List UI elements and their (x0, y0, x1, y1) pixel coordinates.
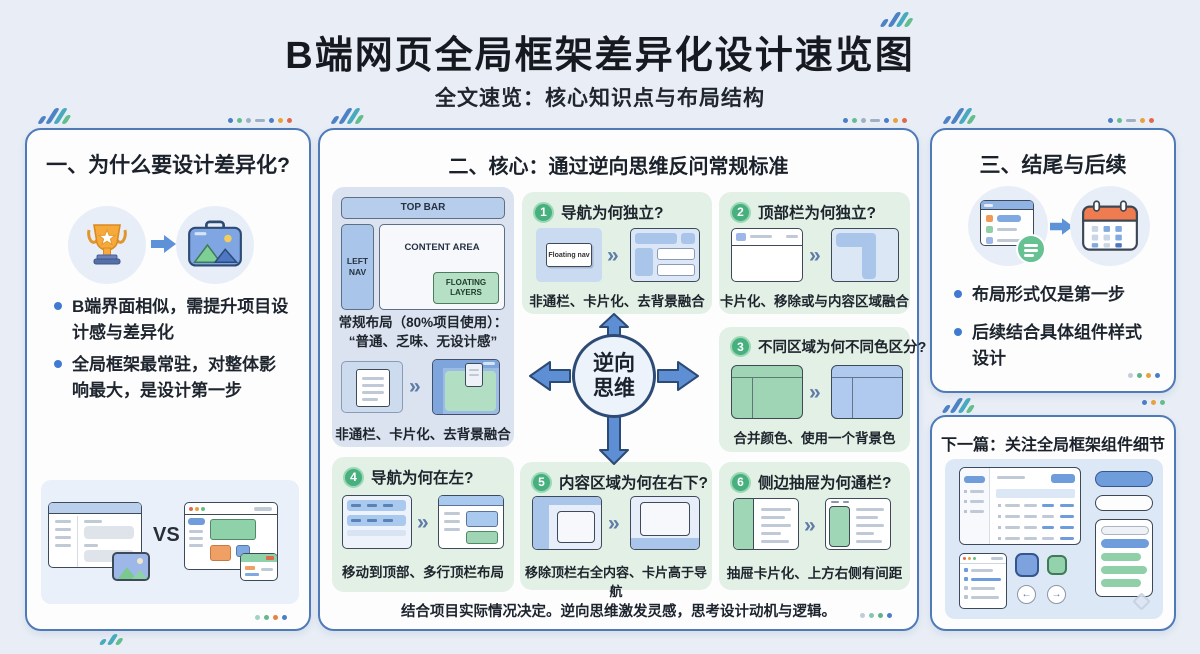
panel-why-differentiate: 一、为什么要设计差异化? (25, 128, 311, 631)
form-checklist-icon (968, 186, 1048, 266)
panel3-bullet-2: 后续结合具体组件样式设计 (954, 320, 1154, 371)
prev-arrow-icon: ← (1017, 585, 1036, 604)
decor-slashes-icon (941, 398, 979, 413)
badge-4: 4 (343, 466, 364, 488)
regular-caption-line1: 常规布局（80%项目使用）： (338, 315, 508, 330)
card6-after-mockup (825, 498, 891, 550)
decor-dots-icon (1128, 373, 1160, 378)
card2-after-mockup (831, 228, 899, 282)
floating-nav-label: Floating nav (546, 243, 592, 267)
arrow-right-icon (151, 235, 176, 253)
regular-before-mockup (341, 361, 403, 413)
bullet-dot-icon (54, 302, 62, 310)
regular-answer: 非通栏、卡片化、去背景融合 (335, 427, 511, 442)
card6-before-mockup (733, 498, 799, 550)
chevron-icon: » (608, 512, 620, 535)
secondary-button-mockup (1095, 495, 1153, 511)
next-arrow-icon: → (1047, 585, 1066, 604)
bullet-dot-icon (954, 328, 962, 336)
mini-browser-mockup (959, 553, 1007, 609)
page-title: B端网页全局框架差异化设计速览图 (285, 35, 915, 77)
mini-card-mockup (240, 553, 278, 581)
calendar-icon (1070, 186, 1150, 266)
page-subtitle: 全文速览：核心知识点与布局结构 (435, 87, 765, 110)
card4-before-mockup (342, 495, 412, 549)
green-lines-badge-icon (1016, 234, 1046, 264)
decor-dots-icon (1108, 118, 1154, 123)
vs-label: VS (153, 524, 180, 546)
card5-after-mockup (630, 496, 700, 550)
trophy-icon (68, 206, 146, 284)
badge-1: 1 (533, 201, 554, 223)
decor-dots-icon (255, 615, 287, 620)
chevron-icon: » (409, 375, 421, 398)
arrow-right-icon (1050, 218, 1074, 235)
card3-before-mockup (731, 365, 803, 419)
badge-6: 6 (730, 471, 751, 493)
admin-page-mockup (959, 467, 1081, 545)
panel1-bullet-1: B端界面相似，需提升项目设计感与差异化 (54, 294, 292, 345)
tags-card-mockup (1095, 519, 1153, 597)
card3-after-mockup (831, 365, 903, 419)
regular-after-mockup (432, 359, 500, 415)
blue-square-button-mockup (1015, 553, 1039, 577)
regular-caption-line2: “普通、乏味、无设计感” (348, 334, 498, 349)
panel2-footer: 结合项目实际情况决定。逆向思维激发灵感，思考设计动机与逻辑。 (401, 604, 836, 620)
wireframe-left-nav: LEFT NAV (341, 224, 374, 310)
decor-dots-icon (228, 118, 292, 123)
card4-after-mockup (438, 495, 504, 549)
panel1-bullet-2: 全局框架最常驻，对整体影响最大，是设计第一步 (54, 352, 292, 403)
decor-dots-icon (860, 613, 892, 618)
chevron-icon: » (809, 381, 821, 404)
card2-before-mockup (731, 228, 803, 282)
badge-3: 3 (730, 336, 751, 357)
regular-layout-card: TOP BAR LEFT NAV CONTENT AREA FLOATING L… (332, 187, 514, 447)
panel-ending-followup: 三、结尾与后续 (930, 128, 1176, 393)
decor-dots-icon (843, 118, 907, 123)
panel3-title: 三、结尾与后续 (979, 154, 1127, 177)
wireframe-content-area: CONTENT AREA FLOATING LAYERS (379, 224, 505, 310)
panel-core-reverse-thinking: 二、核心：通过逆向思维反问常规标准 TOP BAR LEFT NAV CONTE… (318, 128, 926, 631)
decor-slashes-icon (98, 634, 127, 645)
wireframe-top-bar: TOP BAR (341, 197, 505, 219)
chevron-icon: » (809, 244, 821, 267)
decor-dots-icon (1142, 400, 1165, 405)
vs-comparison-card: VS (41, 480, 299, 604)
chevron-icon: » (804, 514, 816, 537)
green-square-button-mockup (1047, 555, 1067, 575)
component-preview-area: ← → (945, 459, 1163, 619)
colorful-ui-mockup (184, 502, 278, 570)
chevron-icon: » (607, 244, 619, 267)
panel-next-article: 下一篇：关注全局框架组件细节 (930, 415, 1176, 631)
primary-button-mockup (1095, 471, 1153, 487)
chevron-icon: » (417, 511, 429, 534)
card1-after-mockup (630, 228, 700, 282)
image-icon (112, 552, 150, 581)
badge-5: 5 (531, 471, 552, 493)
briefcase-image-icon (176, 206, 254, 284)
wireframe-floating-layers: FLOATING LAYERS (433, 272, 499, 304)
card5-before-mockup (532, 496, 602, 550)
card1-before-mockup: Floating nav (536, 228, 602, 282)
badge-2: 2 (730, 201, 751, 223)
bullet-dot-icon (954, 290, 962, 298)
bullet-dot-icon (54, 360, 62, 368)
panel3-bullet-1: 布局形式仅是第一步 (954, 282, 1160, 308)
panel2-title: 二、核心：通过逆向思维反问常规标准 (448, 156, 789, 178)
panel4-title: 下一篇：关注全局框架组件细节 (940, 437, 1165, 454)
cross-arrows-icon (529, 313, 699, 465)
reverse-thinking-circle: 逆向 思维 (572, 334, 656, 418)
panel1-title: 一、为什么要设计差异化? (46, 154, 290, 177)
